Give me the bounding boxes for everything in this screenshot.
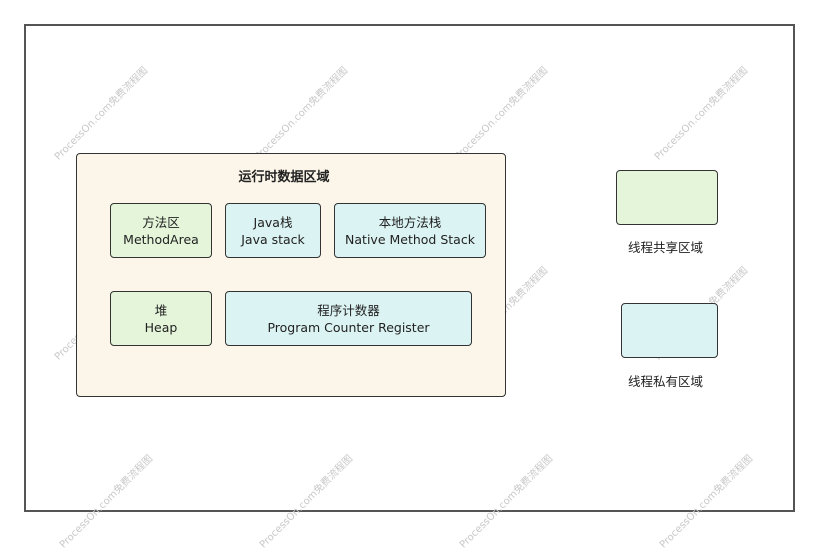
method-area-label-en: MethodArea bbox=[123, 231, 199, 247]
native-stack-label-cn: 本地方法栈 bbox=[378, 214, 442, 230]
pc-register-label-cn: 程序计数器 bbox=[317, 302, 380, 318]
legend-shared-label: 线程共享区域 bbox=[628, 240, 704, 255]
native-method-stack-box[interactable]: 本地方法栈 Native Method Stack bbox=[334, 203, 486, 258]
method-area-label-cn: 方法区 bbox=[142, 214, 180, 230]
heap-label-cn: 堆 bbox=[154, 302, 168, 318]
native-stack-label-en: Native Method Stack bbox=[345, 231, 475, 247]
legend-shared-swatch[interactable] bbox=[616, 170, 718, 225]
legend-private-swatch[interactable] bbox=[621, 303, 718, 358]
runtime-data-area-title: 运行时数据区域 bbox=[238, 170, 330, 185]
pc-register-label-en: Program Counter Register bbox=[267, 319, 430, 335]
heap-box[interactable]: 堆 Heap bbox=[110, 291, 212, 346]
runtime-data-area[interactable] bbox=[76, 153, 506, 397]
program-counter-register-box[interactable]: 程序计数器 Program Counter Register bbox=[225, 291, 472, 346]
heap-label-en: Heap bbox=[144, 319, 178, 335]
legend-private-label: 线程私有区域 bbox=[628, 374, 704, 389]
java-stack-label-en: Java stack bbox=[241, 231, 305, 247]
method-area-box[interactable]: 方法区 MethodArea bbox=[110, 203, 212, 258]
java-stack-box[interactable]: Java栈 Java stack bbox=[225, 203, 321, 258]
java-stack-label-cn: Java栈 bbox=[253, 214, 293, 230]
